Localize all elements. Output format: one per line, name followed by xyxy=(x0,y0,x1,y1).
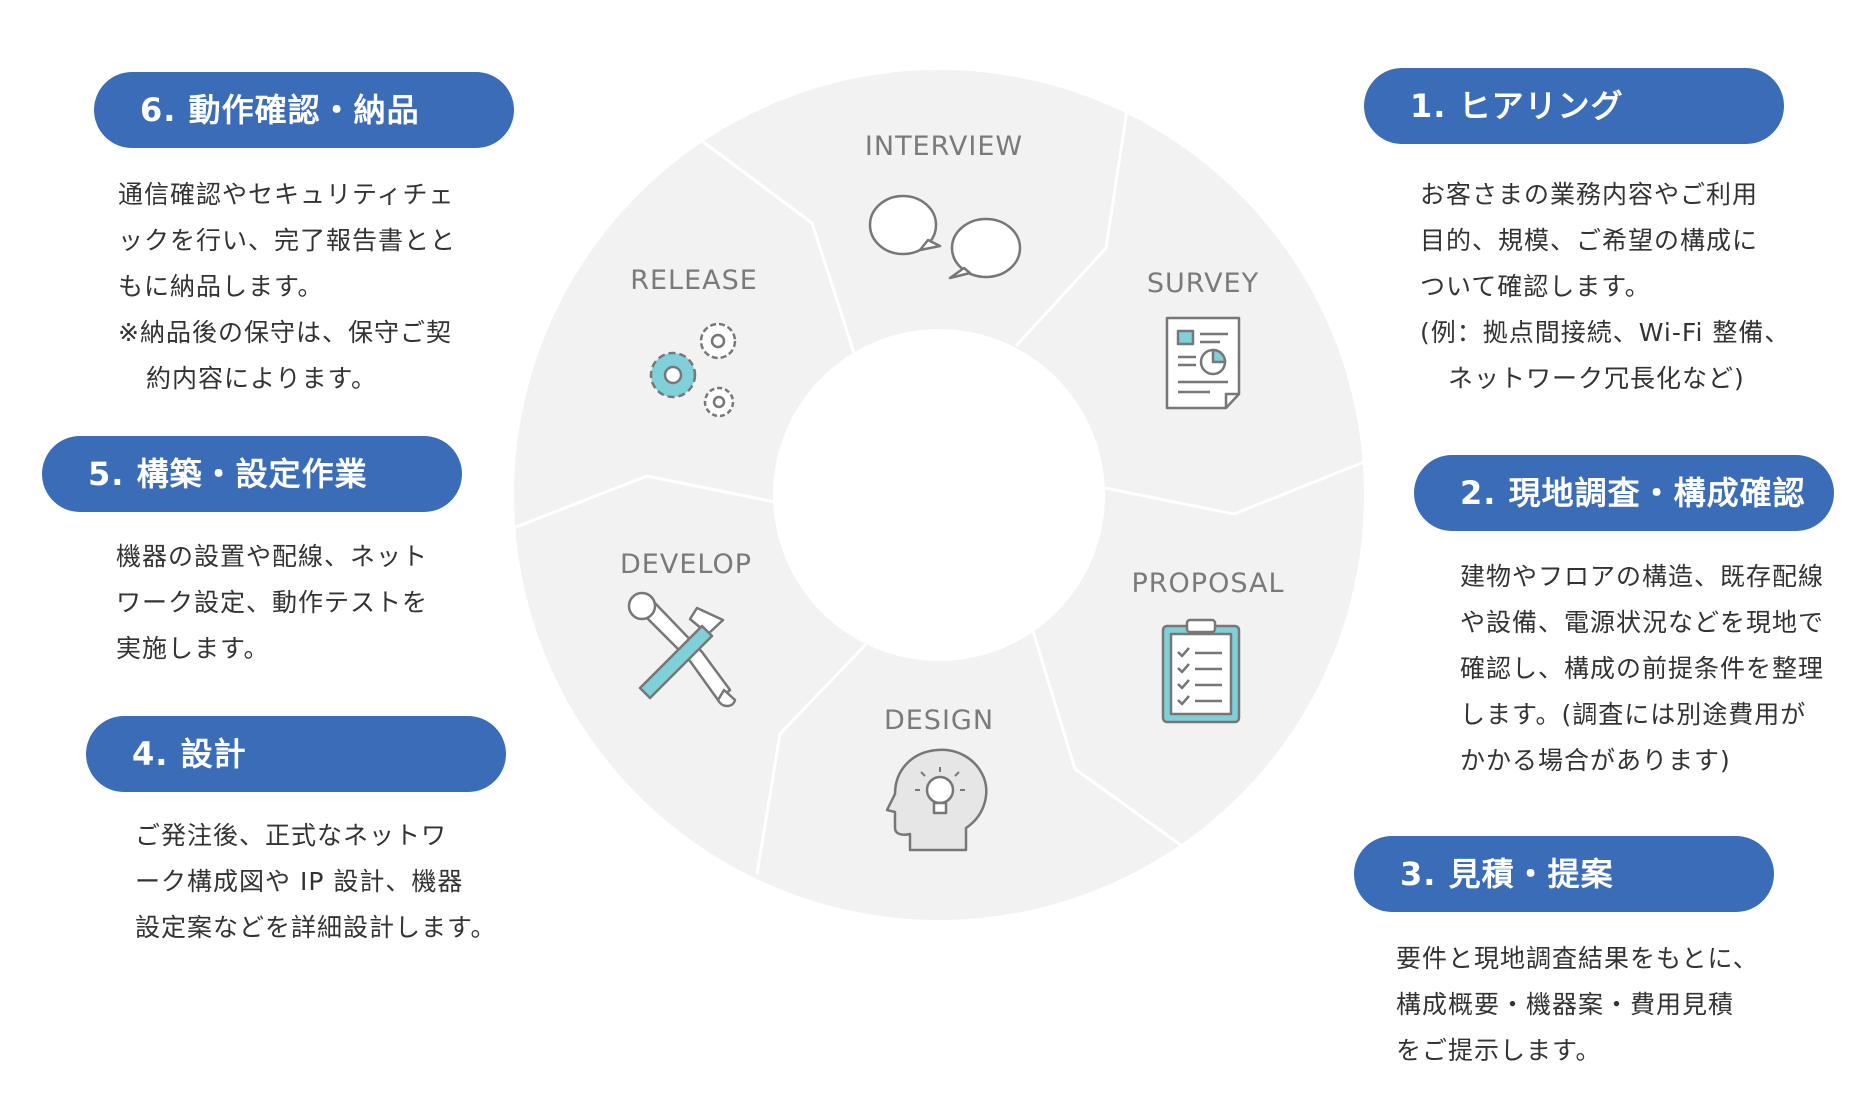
step-1-title: 1. ヒアリング xyxy=(1364,68,1784,144)
step-2-line-2: や設備、電源状況などを現地で xyxy=(1460,608,1825,637)
step-6-line-4: ※納品後の保守は、保守ご契 xyxy=(118,318,452,347)
step-1-line-3: ついて確認します。 xyxy=(1420,272,1651,301)
step-1-line-4: (例：拠点間接続、Wi-Fi 整備、 xyxy=(1420,318,1791,347)
step-6-line-1: 通信確認やセキュリティチェ xyxy=(118,180,455,209)
step-1-line-1: お客さまの業務内容やご利用 xyxy=(1420,180,1759,209)
step-6-description: 通信確認やセキュリティチェ ックを行い、完了報告書とと もに納品します。 ※納品… xyxy=(118,172,456,402)
step-4-line-3: 設定案などを詳細設計します。 xyxy=(135,913,497,942)
document-chart-icon xyxy=(1165,316,1241,410)
segment-label-release: RELEASE xyxy=(630,265,758,296)
step-6-line-3: もに納品します。 xyxy=(118,272,324,301)
step-2-title: 2. 現地調査・構成確認 xyxy=(1414,455,1834,531)
segment-label-design: DESIGN xyxy=(884,705,994,736)
clipboard-checklist-icon xyxy=(1161,618,1241,724)
head-lightbulb-icon xyxy=(885,748,988,852)
step-5-description: 機器の設置や配線、ネット ワーク設定、動作テストを 実施します。 xyxy=(116,534,428,672)
step-5-line-1: 機器の設置や配線、ネット xyxy=(116,542,429,571)
step-4-line-1: ご発注後、正式なネットワ xyxy=(135,821,448,850)
step-2-description: 建物やフロアの構造、既存配線 や設備、電源状況などを現地で 確認し、構成の前提条… xyxy=(1460,554,1824,784)
step-1-description: お客さまの業務内容やご利用 目的、規模、ご希望の構成に ついて確認します。 (例… xyxy=(1420,172,1790,402)
step-4-line-2: ーク構成図や IP 設計、機器 xyxy=(135,867,464,896)
step-3-line-2: 構成概要・機器案・費用見積 xyxy=(1396,990,1735,1019)
segment-dividers xyxy=(515,109,1365,875)
speech-bubbles-icon xyxy=(868,194,1022,280)
step-3-line-3: をご提示します。 xyxy=(1396,1036,1602,1065)
step-6-line-2: ックを行い、完了報告書とと xyxy=(118,226,457,255)
step-2-line-4: します。(調査には別途費用が xyxy=(1460,700,1807,729)
wrench-hammer-icon xyxy=(627,591,737,708)
step-4-title: 4. 設計 xyxy=(86,716,506,792)
step-5-line-3: 実施します。 xyxy=(116,634,270,663)
step-2-line-3: 確認し、構成の前提条件を整理 xyxy=(1460,654,1825,683)
step-2-line-1: 建物やフロアの構造、既存配線 xyxy=(1460,562,1825,591)
step-5-line-2: ワーク設定、動作テストを xyxy=(116,588,429,617)
segment-label-develop: DEVELOP xyxy=(620,549,752,580)
gears-icon xyxy=(649,322,737,418)
wheel-center xyxy=(773,329,1105,661)
step-3-title: 3. 見積・提案 xyxy=(1354,836,1774,912)
step-6-title: 6. 動作確認・納品 xyxy=(94,72,514,148)
segment-label-proposal: PROPOSAL xyxy=(1132,568,1285,599)
segment-label-survey: SURVEY xyxy=(1147,268,1259,299)
step-1-line-2: 目的、規模、ご希望の構成に xyxy=(1420,226,1759,255)
step-4-description: ご発注後、正式なネットワ ーク構成図や IP 設計、機器 設定案などを詳細設計し… xyxy=(135,813,497,951)
step-5-title: 5. 構築・設定作業 xyxy=(42,436,462,512)
step-2-line-5: かかる場合があります) xyxy=(1460,746,1731,775)
step-6-line-5: 約内容によります。 xyxy=(146,364,378,393)
step-3-description: 要件と現地調査結果をもとに、 構成概要・機器案・費用見積 をご提示します。 xyxy=(1396,936,1759,1074)
step-1-line-5: ネットワーク冗長化など) xyxy=(1448,364,1745,393)
segment-label-interview: INTERVIEW xyxy=(865,131,1023,162)
step-3-line-1: 要件と現地調査結果をもとに、 xyxy=(1396,944,1759,973)
